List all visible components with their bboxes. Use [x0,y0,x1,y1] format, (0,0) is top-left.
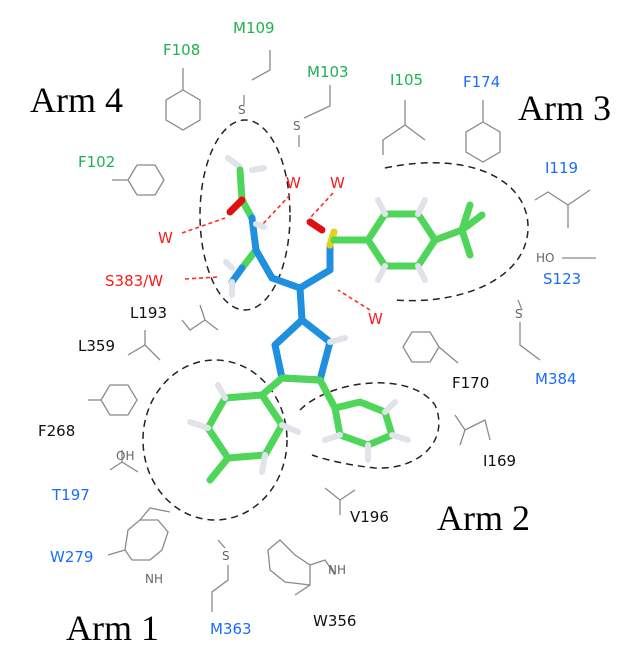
arm-3-label: Arm 3 [518,88,611,128]
sulfur-label-m109: S [238,103,246,117]
residue-l359: L359 [78,337,115,355]
water-3: W [158,229,173,247]
residue-skeletons [88,50,596,612]
residue-f268: F268 [38,422,75,440]
sulfur-label-m363: S [222,549,230,563]
residue-f102: F102 [78,153,115,171]
water-2: W [330,174,345,192]
residue-t197: T197 [51,486,90,504]
residue-v196: V196 [350,508,389,526]
residue-w356: W356 [313,612,356,630]
hydroxyl-label-s123: HO [536,251,554,265]
residue-m363: M363 [210,620,252,638]
arm-1-label: Arm 1 [66,608,159,648]
arm2-pocket [299,382,440,469]
phenyl-f102-icon [127,164,165,196]
arm-2-label: Arm 2 [437,498,530,538]
residue-f108: F108 [163,41,200,59]
sulfur-label-m384: S [515,307,523,321]
arm1-pocket [142,359,288,521]
phenyl-f174-icon [465,121,501,163]
arm4-pocket [199,119,291,311]
phenyl-f108-icon [165,89,201,131]
residue-m384: M384 [535,370,577,388]
residue-s123: S123 [543,270,581,288]
residue-f174: F174 [463,73,500,91]
hydrogen-bonds [181,192,371,311]
phenyl-f268-icon [100,384,138,416]
indole-w356-icon [267,539,336,596]
indole-w279-icon [107,507,171,561]
phenyl-f170-icon [402,331,440,363]
arm-4-label: Arm 4 [30,80,123,120]
hydroxyl-label-t197: OH [116,449,134,463]
sulfur-label-m103: S [293,119,301,133]
residue-i169: I169 [483,452,516,470]
residue-i119: I119 [545,159,578,177]
residue-m103: M103 [307,63,349,81]
water-1: W [286,174,301,192]
residue-f170: F170 [452,374,489,392]
nh-label-w356: NH [328,563,346,577]
nh-label-w279: NH [145,572,163,586]
water-4: W [368,310,383,328]
residue-s383-water: S383/W [105,272,163,290]
residue-m109: M109 [233,19,275,37]
ligand-stick-model [187,155,486,484]
residue-w279: W279 [50,548,93,566]
residue-i105: I105 [390,71,423,89]
residue-l193: L193 [130,304,167,322]
